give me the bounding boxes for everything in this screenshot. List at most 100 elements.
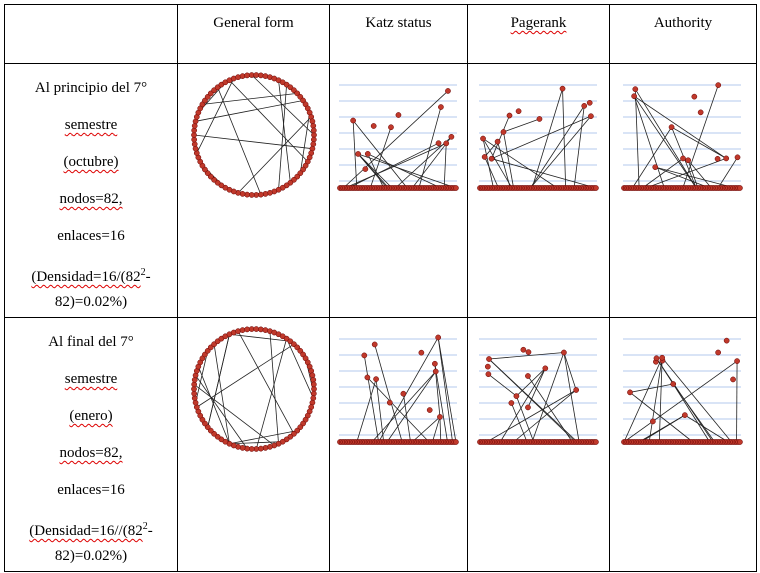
- edge: [352, 120, 408, 189]
- node: [481, 154, 488, 160]
- edge: [672, 383, 711, 443]
- edge: [638, 414, 686, 443]
- table-row: Al principio del 7° semestre (octubre) n…: [4, 63, 757, 318]
- node: [435, 140, 441, 147]
- node: [631, 93, 637, 100]
- edge: [648, 357, 663, 443]
- node: [572, 387, 579, 393]
- node: [632, 86, 639, 93]
- header-row: General form Katz status Pagerank Author…: [4, 4, 757, 64]
- row-line: nodos=82,: [59, 191, 123, 207]
- node: [715, 349, 721, 356]
- edge: [443, 143, 447, 189]
- density-text: (Densidad=16/(82: [31, 269, 141, 285]
- header-general-form: General form: [177, 4, 330, 64]
- node: [418, 349, 424, 356]
- edge: [529, 105, 585, 189]
- edge: [531, 352, 564, 443]
- results-table: General form Katz status Pagerank Author…: [4, 4, 757, 572]
- edge: [437, 337, 456, 443]
- density-exp: 2: [142, 521, 148, 532]
- node: [586, 99, 593, 106]
- general-form-graph: [190, 72, 317, 198]
- edge: [433, 363, 448, 443]
- edge: [228, 333, 290, 342]
- edge: [634, 88, 697, 189]
- edge: [402, 393, 411, 443]
- node: [520, 346, 526, 353]
- node: [437, 104, 444, 110]
- node: [653, 355, 660, 362]
- header-authority: Authority: [609, 4, 757, 64]
- edge: [482, 138, 512, 189]
- edge: [411, 416, 440, 443]
- node: [364, 374, 370, 381]
- node: [310, 127, 317, 134]
- edge: [357, 153, 387, 189]
- node: [730, 376, 736, 383]
- node: [560, 349, 567, 356]
- row-line: Al final del 7°: [48, 334, 134, 350]
- edge: [375, 379, 384, 443]
- node: [434, 334, 441, 341]
- katz-status-graph: [336, 84, 459, 191]
- node: [691, 93, 698, 100]
- node: [479, 135, 486, 142]
- edge: [645, 158, 727, 189]
- node: [737, 439, 743, 445]
- edge: [193, 134, 312, 150]
- density-text: (Densidad=16//(82: [29, 523, 143, 539]
- edge: [366, 377, 429, 443]
- row-line: nodos=82,: [59, 445, 123, 461]
- node: [536, 116, 542, 122]
- edge: [269, 331, 279, 444]
- edge: [512, 389, 576, 443]
- edge: [658, 357, 663, 443]
- row-label: Al final del 7° semestre (enero) nodos=8…: [4, 317, 178, 572]
- authority-graph: [621, 82, 743, 191]
- edge: [736, 361, 738, 443]
- edge: [717, 157, 738, 189]
- edge: [629, 383, 674, 393]
- row-line: enlaces=16: [57, 482, 125, 498]
- katz-status-graph: [336, 334, 459, 445]
- edge: [255, 338, 287, 450]
- node: [442, 140, 449, 147]
- edge: [193, 384, 275, 446]
- edge: [671, 126, 727, 159]
- edge: [228, 441, 283, 445]
- node: [685, 157, 692, 164]
- density-dash: -: [147, 523, 153, 539]
- edge: [195, 78, 234, 154]
- node: [494, 138, 500, 145]
- edge: [216, 87, 261, 195]
- node: [500, 129, 506, 135]
- node: [652, 164, 659, 171]
- edge: [483, 141, 498, 158]
- edge: [629, 392, 694, 443]
- edge: [633, 95, 697, 189]
- edge: [394, 136, 452, 189]
- edge: [487, 373, 517, 397]
- edge: [531, 88, 563, 189]
- edge: [373, 344, 403, 443]
- header-empty: [4, 4, 178, 64]
- edge: [488, 358, 578, 443]
- node: [524, 373, 531, 379]
- edge: [490, 115, 510, 159]
- edge: [206, 334, 230, 428]
- edge: [355, 379, 376, 443]
- edge: [687, 159, 712, 189]
- node: [360, 352, 367, 359]
- edge: [655, 166, 735, 189]
- node: [508, 400, 514, 406]
- edge: [527, 375, 573, 443]
- edge: [431, 416, 440, 443]
- edge: [634, 89, 640, 189]
- node: [400, 390, 406, 397]
- node: [426, 407, 433, 413]
- row-line: (octubre): [63, 154, 119, 170]
- edge: [196, 343, 294, 408]
- edge: [502, 131, 514, 189]
- edge: [369, 127, 391, 189]
